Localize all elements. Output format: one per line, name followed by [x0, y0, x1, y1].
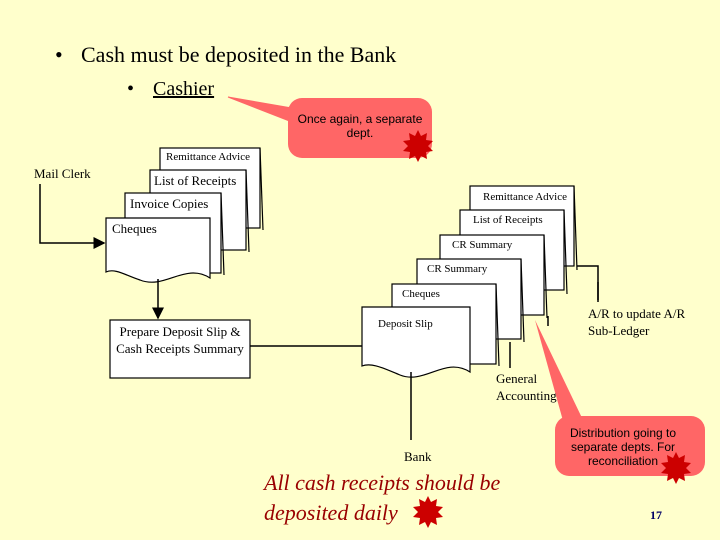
left-doc-list-of-receipts: List of Receipts [154, 173, 237, 188]
prepare-deposit-text: Prepare Deposit Slip & Cash Receipts Sum… [116, 324, 244, 356]
cashier-callout-text: Once again, a separate dept. [297, 112, 423, 140]
right-doc-cr-summary-2: CR Summary [427, 263, 488, 275]
distribution-callout-star-icon [661, 452, 691, 484]
left-doc-remittance-advice: Remittance Advice [166, 151, 250, 163]
left-doc-cheques: Cheques [112, 221, 157, 236]
right-doc-list-of-receipts: List of Receipts [473, 214, 543, 226]
distribution-callout-box [555, 416, 705, 476]
right-doc-remittance-advice: Remittance Advice [483, 191, 567, 203]
bullet-sub: • Cashier [127, 78, 214, 101]
cashier-callout-box [288, 98, 432, 158]
left-document-stack [105, 147, 264, 283]
bullet-main: • Cash must be deposited in the Bank [55, 42, 396, 68]
bullet-sub-text: Cashier [153, 78, 215, 100]
right-doc-cheques: Cheques [402, 288, 440, 300]
mail-clerk-arrow [39, 184, 106, 249]
prepare-deposit-box [109, 319, 251, 379]
distribution-callout-text: Distribution going to separate depts. Fo… [569, 426, 677, 468]
right-doc-cr-summary-1: CR Summary [452, 239, 513, 251]
bullet-dot-icon: • [55, 42, 63, 67]
bullet-main-text: Cash must be deposited in the Bank [81, 42, 397, 67]
right-document-stack [361, 185, 578, 378]
bank-label: Bank [404, 449, 432, 464]
distribution-callout-pointer [535, 320, 583, 428]
footer-star-icon [413, 496, 443, 528]
left-doc-invoice-copies: Invoice Copies [130, 196, 209, 211]
page-number: 17 [650, 508, 662, 522]
bullet-dot-icon: • [127, 78, 135, 100]
cashier-callout-pointer [227, 96, 293, 123]
deposit-slip-label: Deposit Slip [378, 318, 433, 330]
general-accounting-label: General Accounting [496, 371, 557, 403]
ar-label: A/R to update A/R Sub-Ledger [588, 306, 686, 338]
cashier-callout-star-icon [403, 130, 433, 162]
footer-message: All cash receipts should be deposited da… [264, 470, 501, 525]
ar-connector [577, 265, 599, 300]
mail-clerk-label: Mail Clerk [34, 166, 91, 181]
